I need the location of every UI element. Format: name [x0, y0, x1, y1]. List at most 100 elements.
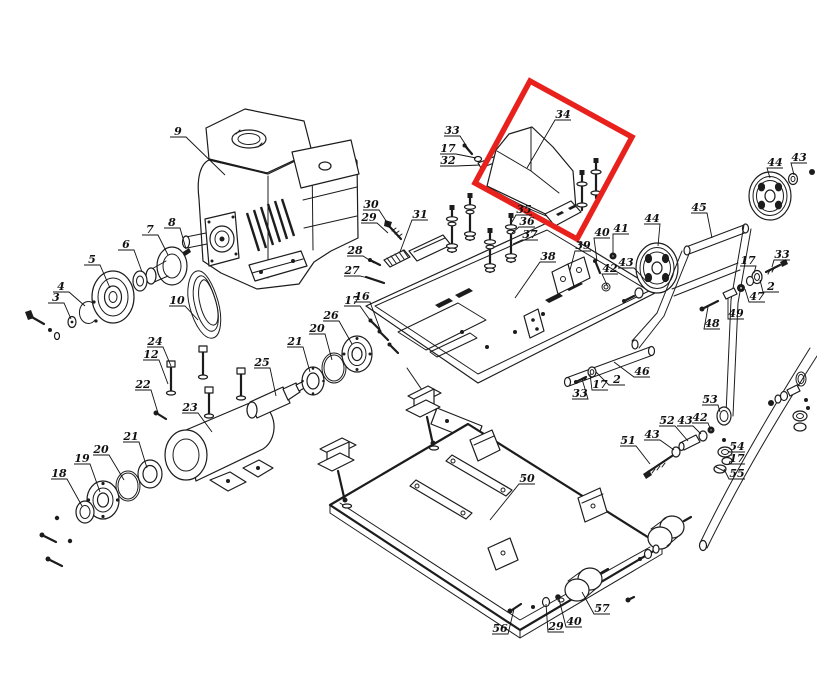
- callout-number: 48: [704, 317, 720, 330]
- callout-leader-line: [512, 239, 538, 245]
- callout-40: 40: [558, 598, 582, 628]
- callout-number: 28: [346, 244, 363, 257]
- callout-leader-line: [569, 250, 591, 271]
- callout-leader-line: [287, 346, 311, 373]
- callout-number: 39: [575, 239, 591, 252]
- callout-leader-line: [677, 425, 702, 435]
- callout-leader-line: [612, 233, 629, 253]
- callout-43: 43: [644, 428, 675, 451]
- callout-leader-line: [347, 255, 375, 264]
- callout-leader-line: [601, 273, 618, 286]
- callout-number: 12: [143, 348, 159, 361]
- callout-number: 34: [555, 108, 570, 121]
- callout-17: 17: [589, 373, 608, 391]
- callout-17: 17: [344, 294, 373, 324]
- wheel-rear-drawing: [748, 169, 815, 221]
- callout-number: 40: [566, 615, 582, 628]
- callout-39: 39: [569, 239, 591, 271]
- callout-24: 24: [146, 335, 172, 367]
- engine-drawing: [181, 108, 360, 290]
- callout-number: 17: [344, 294, 360, 307]
- callout-leader-line: [142, 234, 169, 256]
- callout-leader-line: [644, 223, 661, 247]
- callout-12: 12: [143, 348, 169, 385]
- callout-leader-line: [93, 454, 125, 481]
- callout-leader-line: [740, 265, 757, 274]
- callout-8: 8: [164, 216, 187, 250]
- callout-52: 52: [659, 414, 689, 442]
- callout-leader-line: [593, 237, 610, 262]
- callout-leader-line: [581, 591, 610, 615]
- callout-number: 54: [729, 440, 744, 453]
- edge-hardware-drawing: [768, 371, 810, 432]
- callout-leader-line: [728, 460, 745, 465]
- callout-number: 42: [602, 262, 618, 275]
- callout-leader-line: [440, 153, 477, 159]
- belt-guard-drawing: [486, 126, 582, 227]
- callout-17: 17: [740, 254, 757, 274]
- callout-leader-line: [526, 119, 571, 169]
- callout-number: 19: [74, 452, 90, 465]
- callout-number: 30: [363, 198, 379, 211]
- callout-leader-line: [659, 425, 689, 442]
- callout-leader-line: [545, 603, 564, 633]
- callout-number: 8: [168, 216, 176, 229]
- callout-56: 56: [492, 608, 515, 635]
- callout-leader-line: [344, 305, 373, 324]
- callout-number: 27: [343, 264, 360, 277]
- base-plate-drawing: [317, 385, 693, 639]
- callout-32: 32: [440, 154, 481, 167]
- callout-leader-line: [644, 439, 675, 451]
- callout-51: 51: [620, 434, 651, 465]
- callout-9: 9: [170, 125, 226, 176]
- callout-number: 50: [519, 472, 535, 485]
- callout-5: 5: [84, 253, 111, 289]
- callout-number: 17: [740, 254, 756, 267]
- callout-number: 36: [519, 215, 535, 228]
- callout-leader-line: [771, 259, 790, 268]
- callout-number: 6: [122, 238, 130, 251]
- callout-leader-line: [53, 291, 86, 307]
- callout-number: 43: [618, 256, 634, 269]
- callout-42: 42: [692, 411, 711, 429]
- callout-leader-line: [170, 136, 226, 176]
- callout-27: 27: [343, 264, 373, 280]
- callout-6: 6: [118, 238, 143, 273]
- exciter-assembly-drawing: [39, 318, 400, 568]
- callout-number: 47: [749, 290, 765, 303]
- callout-number: 2: [612, 373, 621, 386]
- callout-number: 7: [146, 223, 154, 236]
- callout-number: 52: [659, 414, 675, 427]
- callout-42: 42: [601, 262, 618, 286]
- callout-number: 16: [354, 290, 370, 303]
- callout-number: 4: [57, 280, 65, 293]
- callout-16: 16: [354, 290, 382, 333]
- callout-number: 55: [729, 467, 744, 480]
- callout-33: 33: [572, 378, 589, 400]
- callout-leader-line: [790, 162, 807, 176]
- callout-number: 44: [644, 212, 659, 225]
- callout-number: 42: [692, 411, 708, 424]
- callout-50: 50: [489, 472, 535, 521]
- callout-43: 43: [618, 256, 648, 283]
- callout-leader-line: [309, 333, 333, 361]
- callout-number: 29: [360, 211, 377, 224]
- callout-leader-line: [723, 468, 745, 480]
- callout-leader-line: [51, 478, 83, 507]
- callout-number: 22: [134, 378, 151, 391]
- callout-41: 41: [612, 222, 629, 253]
- callout-leader-line: [399, 219, 428, 253]
- callout-leader-line: [613, 361, 650, 378]
- callout-45: 45: [691, 201, 713, 239]
- callout-leader-line: [323, 320, 353, 345]
- callout-3: 3: [48, 291, 72, 320]
- callout-number: 53: [702, 393, 718, 406]
- callout-number: 20: [308, 322, 325, 335]
- callout-number: 43: [791, 151, 807, 164]
- callout-number: 38: [540, 250, 556, 263]
- callout-34: 34: [526, 108, 571, 169]
- callout-leader-line: [691, 212, 713, 239]
- callout-21: 21: [122, 430, 148, 469]
- callout-leader-line: [759, 279, 779, 293]
